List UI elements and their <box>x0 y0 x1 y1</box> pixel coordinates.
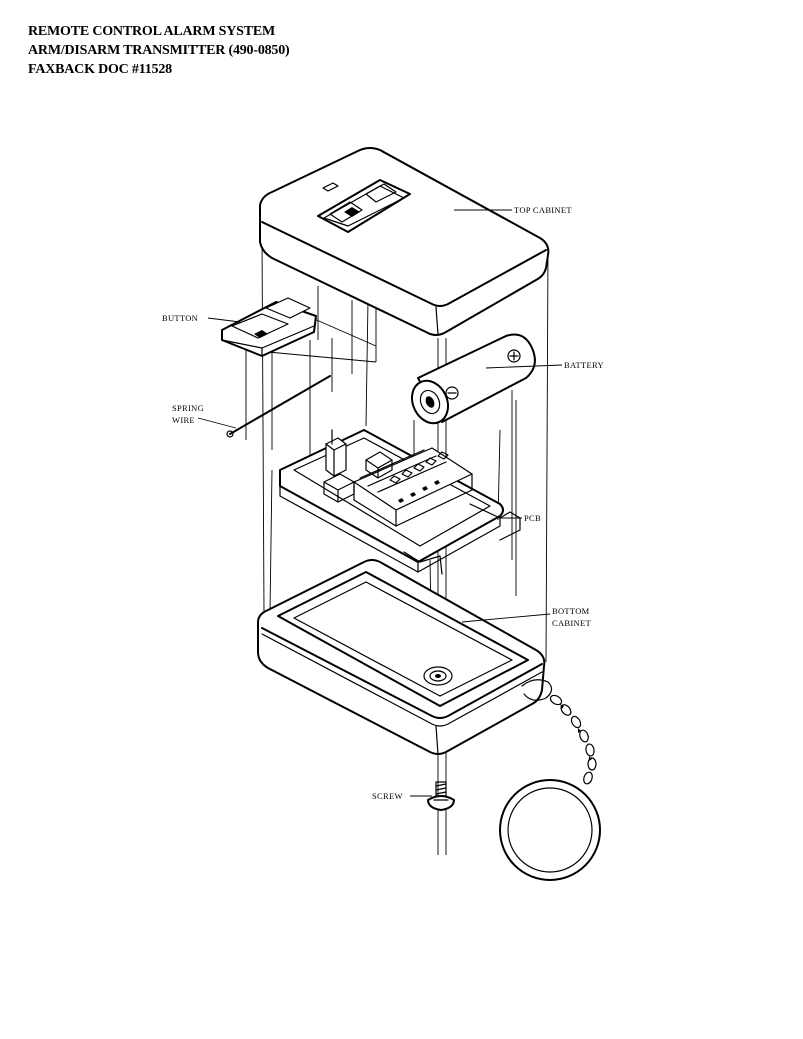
leader-lines <box>197 209 563 797</box>
key-chain <box>499 679 601 881</box>
battery-part <box>411 333 536 425</box>
header-doc-number: FAXBACK DOC #11528 <box>28 62 172 77</box>
label-pcb: PCB <box>524 513 541 523</box>
label-spring: SPRING <box>172 403 204 413</box>
label-screw: SCREW <box>372 791 403 801</box>
document-header: REMOTE CONTROL ALARM SYSTEM ARM/DISARM T… <box>28 22 290 79</box>
pcb-part <box>279 429 521 575</box>
label-battery: BATTERY <box>564 360 604 370</box>
label-bottom: BOTTOM <box>552 606 590 616</box>
key-ring <box>499 779 601 881</box>
label-cabinet: CABINET <box>552 618 591 628</box>
label-button: BUTTON <box>162 313 198 323</box>
part-labels: TOP CABINET BUTTON BATTERY SPRING WIRE P… <box>162 205 604 801</box>
bottom-cabinet <box>257 559 546 755</box>
label-top-cabinet: TOP CABINET <box>514 205 572 215</box>
button-part <box>221 297 317 357</box>
header-title: REMOTE CONTROL ALARM SYSTEM <box>28 24 276 39</box>
spring-wire <box>226 375 331 438</box>
label-wire: WIRE <box>172 415 195 425</box>
header-model: ARM/DISARM TRANSMITTER (490-0850) <box>28 43 290 58</box>
top-cabinet <box>259 147 550 336</box>
screw-part <box>427 781 455 811</box>
